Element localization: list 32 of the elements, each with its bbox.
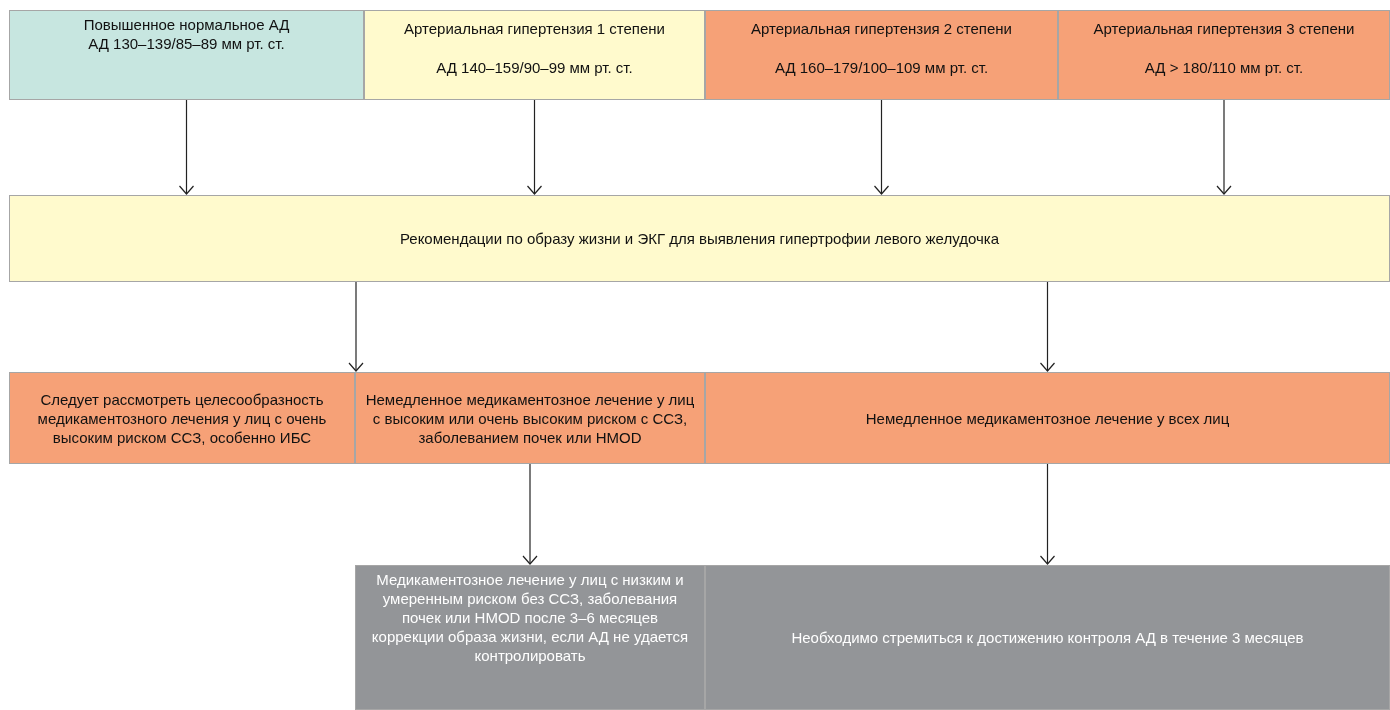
- box-text: Рекомендации по образу жизни и ЭКГ для выявления гипертрофии левого желудочка: [399, 229, 1000, 248]
- box-heading: Повышенное нормальное АД: [83, 15, 290, 34]
- process-box: [705, 565, 1390, 710]
- process-box: [9, 372, 355, 464]
- box-text: Немедленное медикаментозное лечение у всех лиц: [865, 408, 1230, 428]
- arrow: [1216, 99, 1232, 195]
- process-box: [705, 10, 1058, 100]
- arrow: [348, 281, 364, 372]
- arrow: [1039, 463, 1056, 565]
- arrow: [873, 99, 890, 195]
- process-box: [705, 372, 1390, 464]
- box-heading: Артериальная гипертензия 2 степени: [751, 19, 1012, 38]
- process-box: [9, 10, 364, 100]
- box-heading: Артериальная гипертензия 3 степени: [1093, 19, 1355, 38]
- box-text: АД 140–159/90–99 мм рт. ст.: [436, 58, 633, 77]
- process-box: [1058, 10, 1390, 100]
- box-text: АД 130–139/85–89 мм рт. ст.: [88, 34, 285, 53]
- arrow: [1039, 281, 1056, 372]
- box-text: Следует рассмотреть целесообразность медикаментозного лечения у лиц с очень высоким риском ССЗ, особенно ИБС: [36, 389, 328, 447]
- arrow: [522, 463, 538, 565]
- arrow: [178, 99, 195, 195]
- process-box: [355, 372, 705, 464]
- box-text: Необходимо стремиться к достижению контроля АД в течение 3 месяцев: [791, 628, 1304, 647]
- box-heading: Артериальная гипертензия 1 степени: [404, 19, 665, 38]
- box-text: Немедленное медикаментозное лечение у лиц с высоким или очень высоким риском с ССЗ, заболеванием почек или HMOD: [364, 389, 696, 447]
- process-box: [364, 10, 705, 100]
- box-text: АД > 180/110 мм рт. ст.: [1144, 58, 1304, 77]
- process-box: [355, 565, 705, 710]
- process-box: [9, 195, 1390, 282]
- arrow: [526, 99, 543, 195]
- box-text: АД 160–179/100–109 мм рт. ст.: [774, 58, 989, 77]
- box-text: Медикаментозное лечение у лиц с низким и умеренным риском без ССЗ, заболевания почек или HMOD после 3–6 месяцев коррекции образа жизни, если АД не удается контролировать: [370, 570, 690, 665]
